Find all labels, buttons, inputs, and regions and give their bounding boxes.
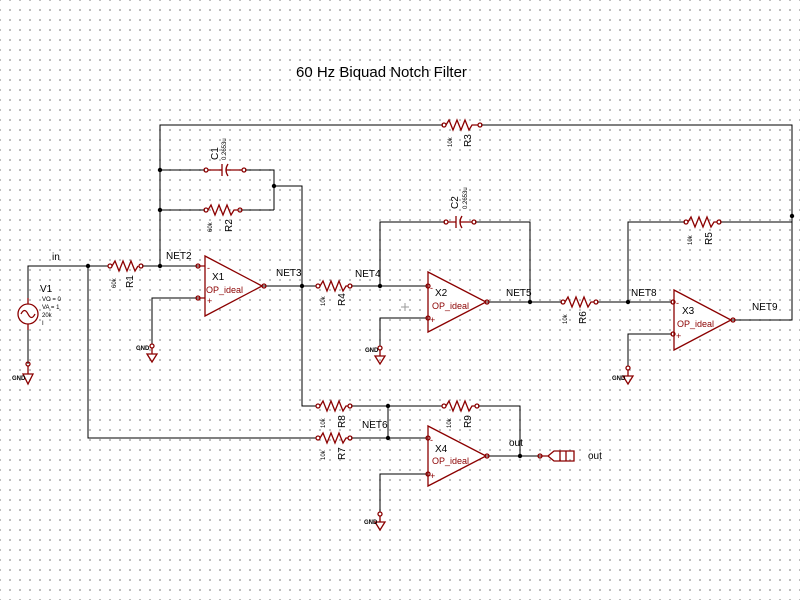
ground-label: GND [364,520,378,526]
output-port-label: out [588,451,602,462]
opamp-x4-model: OP_ideal [432,456,469,466]
ground-icon [21,361,35,386]
net-label-net4: NET4 [355,269,381,280]
wires [27,124,793,512]
opamp-x1-model: OP_ideal [206,285,243,295]
resistor-r6-value: 10k [563,313,569,324]
opamp-x4-minus: - [430,435,433,445]
resistor-r7-value: 10k [321,449,327,460]
net-label-net9: NET9 [752,302,778,313]
resistor-r3-name: R3 [463,134,474,147]
output-port-icon[interactable] [537,450,575,462]
resistor-r3-value: 10k [448,136,454,147]
net-label-net2: NET2 [166,251,192,262]
opamp-x2-plus: + [430,315,435,325]
source-v1-param-va: VA = 1 [42,305,60,311]
resistor-r2-value: 60k [208,221,214,232]
opamp-x2-model: OP_ideal [432,301,469,311]
ground-label: GND [612,376,626,382]
opamp-x2-minus: - [430,283,433,293]
resistor-r9-name: R9 [463,415,474,428]
resistor-r8-name: R8 [337,415,348,428]
resistor-r6[interactable] [560,295,599,309]
net-label-in: in [52,252,60,263]
resistor-r7[interactable] [315,431,353,445]
opamp-x1[interactable] [195,254,267,318]
ground-icon [373,345,387,366]
opamp-x3-plus: + [676,331,681,341]
resistor-r1[interactable] [107,259,144,273]
source-v1-name: V1 [40,284,53,295]
opamp-x4-name: X4 [435,444,448,455]
resistor-r4[interactable] [315,279,353,293]
resistor-r1-name: R1 [125,275,136,288]
opamp-x3-model: OP_ideal [677,319,714,329]
opamp-x3[interactable] [670,288,736,352]
opamp-x4-plus: + [430,471,435,481]
capacitor-c2-value: 0.2653u [463,187,469,209]
net-label-net6: NET6 [362,420,388,431]
schematic-title: 60 Hz Biquad Notch Filter [296,64,467,81]
resistor-r8[interactable] [315,399,353,413]
resistor-r9[interactable] [441,399,480,413]
opamp-x4[interactable] [425,424,490,488]
ground-label: GND [365,348,379,354]
opamp-x2-name: X2 [435,288,448,299]
opamp-x2[interactable] [425,270,490,334]
capacitor-c1-name: C1 [210,147,221,160]
ground-icon [621,365,635,386]
resistor-r8-value: 10k [321,417,327,428]
resistor-r2[interactable] [203,203,243,217]
ground-icon [145,343,159,364]
resistor-r3[interactable] [441,118,483,132]
resistor-r4-name: R4 [337,293,348,306]
opamp-x1-minus: - [207,263,210,273]
ground-label: GND [136,346,150,352]
source-v1-param-vo: VO = 0 [42,297,62,303]
voltage-source-v1[interactable] [17,298,39,330]
resistor-r4-value: 10k [321,295,327,306]
resistor-r6-name: R6 [578,311,589,324]
resistor-r1-value: 60k [112,277,118,288]
opamp-x3-name: X3 [682,306,695,317]
resistor-r5-value: 10k [688,234,694,245]
net-label-net3: NET3 [276,268,302,279]
capacitor-c1-value: 0.2653u [222,138,228,160]
opamp-x1-name: X1 [212,272,225,283]
opamp-x1-plus: + [207,296,212,306]
junction-dots [85,167,795,459]
capacitor-c2-name: C2 [450,196,461,209]
capacitor-c2[interactable] [443,215,477,229]
net-label-net5: NET5 [506,288,532,299]
source-v1-param-freq: 20k [42,313,53,319]
net-label-net8: NET8 [631,288,657,299]
resistor-r5-name: R5 [704,232,715,245]
opamp-x3-minus: - [676,298,679,308]
resistor-r7-name: R7 [337,447,348,460]
source-v1-param-i: I [42,321,44,327]
capacitor-c1[interactable] [203,163,247,177]
resistor-r5[interactable] [683,215,722,229]
resistor-r2-name: R2 [224,219,235,232]
ground-label: GND [12,376,26,382]
resistor-r9-value: 10k [447,417,453,428]
ground-icon [373,511,387,532]
net-label-out: out [509,438,523,449]
ground-symbols [21,343,635,532]
